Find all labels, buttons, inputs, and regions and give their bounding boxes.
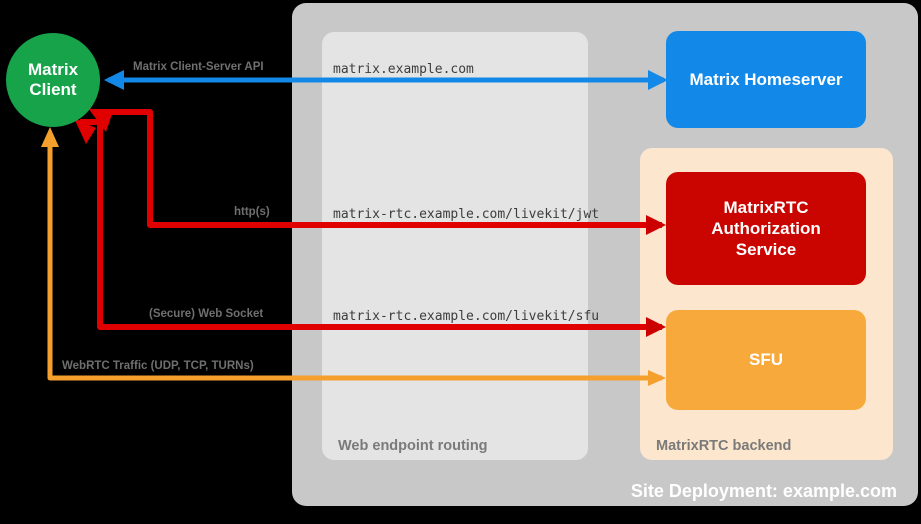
label-http-s: http(s): [234, 206, 270, 218]
node-auth-line2: Authorization: [711, 218, 821, 238]
panel-label-site-deployment: Site Deployment: example.com: [630, 481, 897, 501]
endpoint-matrix-example-com: matrix.example.com: [333, 62, 474, 77]
node-matrix-client-line1: Matrix: [27, 59, 79, 79]
endpoint-livekit-jwt: matrix-rtc.example.com/livekit/jwt: [333, 207, 600, 222]
label-webrtc-traffic: WebRTC Traffic (UDP, TCP, TURNs): [62, 360, 254, 372]
panel-label-web-endpoint-routing: Web endpoint routing: [338, 438, 488, 454]
panel-label-matrixrtc-backend: MatrixRTC backend: [656, 438, 792, 454]
node-auth-line3: Service: [735, 240, 797, 260]
label-secure-web-socket: (Secure) Web Socket: [149, 308, 264, 320]
node-matrix-client-line2: Client: [29, 80, 77, 99]
node-matrix-homeserver-label: Matrix Homeserver: [689, 69, 843, 89]
label-matrix-client-server-api: Matrix Client-Server API: [133, 61, 264, 73]
node-matrixrtc-authorization-service[interactable]: MatrixRTC Authorization Service: [666, 172, 866, 285]
node-sfu-label: SFU: [749, 350, 783, 370]
endpoint-livekit-sfu: matrix-rtc.example.com/livekit/sfu: [333, 309, 600, 324]
node-sfu[interactable]: SFU: [666, 310, 866, 410]
node-matrix-homeserver[interactable]: Matrix Homeserver: [666, 31, 866, 128]
panel-web-endpoint-routing: [322, 32, 588, 460]
node-matrix-client[interactable]: Matrix Client: [6, 33, 100, 127]
node-auth-line1: MatrixRTC: [723, 197, 809, 217]
